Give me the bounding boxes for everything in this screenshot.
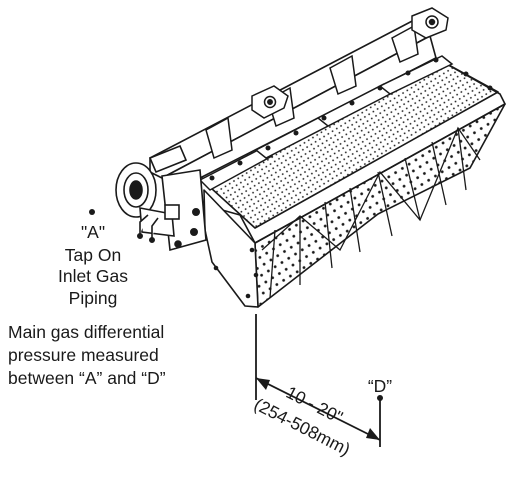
- deck-bars: [198, 24, 454, 191]
- point-d-label: “D”: [367, 376, 393, 396]
- dim-arrow-right: [366, 428, 380, 440]
- gas-inlet-fitting: [115, 144, 207, 252]
- tap-label-line2: Inlet Gas: [57, 266, 129, 286]
- front-folds: [261, 126, 481, 299]
- tap-label-line1: Tap On: [64, 245, 122, 265]
- tap-label-line3: Piping: [68, 288, 118, 308]
- point-d-dot: [377, 395, 383, 401]
- point-a-dot: [89, 209, 95, 215]
- point-a-label: "A": [80, 222, 106, 242]
- dimension-lines: [255, 314, 381, 447]
- bolts: [209, 57, 493, 299]
- dim-arrow-left: [256, 378, 270, 390]
- note-line2: pressure measured: [8, 345, 159, 365]
- note-line1: Main gas differential: [8, 322, 165, 342]
- note-line3: between “A” and “D”: [8, 368, 166, 388]
